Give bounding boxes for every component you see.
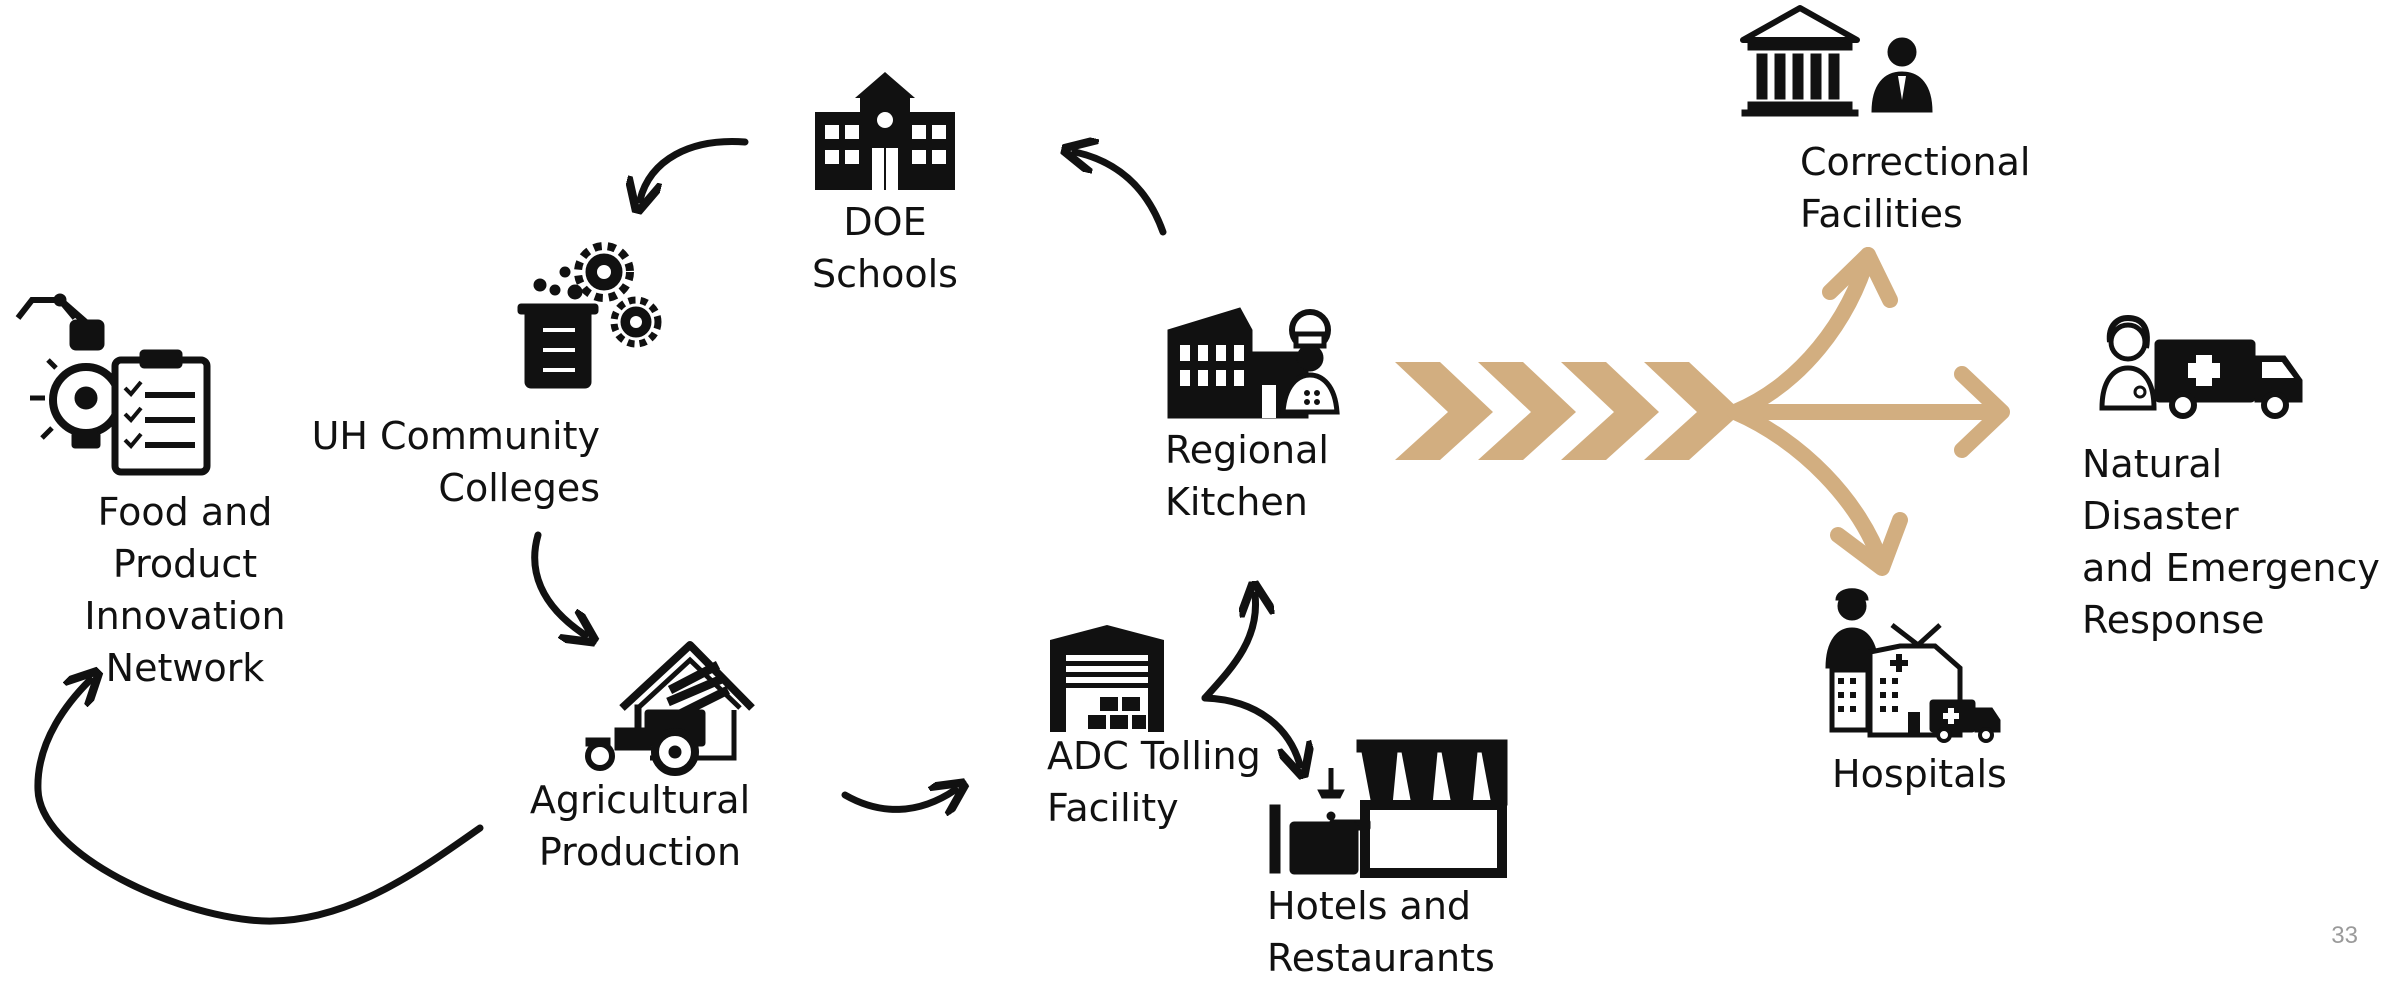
arrow-adc-to-hotels — [1201, 694, 1300, 765]
arrow-agri-to-food — [34, 680, 484, 925]
branch-arrows — [1727, 247, 2010, 576]
branch-to-hospitals-head — [1830, 512, 1908, 576]
label-adc-tolling: ADC Tolling Facility — [1047, 734, 1261, 830]
label-correctional: Correctional Facilities — [1800, 140, 2031, 236]
school-building-icon — [815, 72, 955, 190]
label-hospitals: Hospitals — [1832, 752, 2007, 796]
arrow-uh-to-agri — [531, 531, 585, 635]
branch-to-disaster-head — [1954, 366, 2010, 458]
branch-to-correctional — [1727, 247, 1876, 420]
chevron-4 — [1644, 362, 1742, 460]
label-agricultural: Agricultural Production — [529, 778, 751, 874]
label-food-innovation: Food and Product Innovation Network — [84, 490, 286, 690]
courthouse-officer-icon — [1740, 5, 1933, 117]
cycle-arrows — [34, 138, 1300, 925]
storefront-dining-icon — [1269, 739, 1508, 878]
branch-to-correctional-head — [1822, 247, 1898, 308]
arrow-adc-to-kitchen — [1201, 595, 1256, 702]
label-uh-colleges: UH Community Colleges — [311, 414, 600, 510]
arrow-doe-to-uh — [640, 138, 749, 200]
chevron-3 — [1561, 362, 1659, 460]
chevron-2 — [1478, 362, 1576, 460]
warehouse-icon — [1050, 625, 1164, 732]
chevron-stream — [1395, 362, 1742, 460]
hospital-firefighter-icon — [1825, 588, 2001, 743]
page-number: 33 — [2331, 922, 2358, 949]
label-disaster: Natural Disaster and Emergency Response — [2082, 442, 2380, 642]
arrow-agri-to-adc — [841, 790, 955, 809]
factory-chef-icon — [1167, 307, 1340, 419]
chevron-1 — [1395, 362, 1493, 460]
beaker-gears-icon — [517, 242, 662, 389]
ambulance-nurse-icon — [2099, 314, 2303, 419]
arrow-kitchen-to-doe — [1075, 152, 1167, 236]
label-regional-kitchen: Regional Kitchen — [1165, 428, 1329, 524]
label-hotels: Hotels and Restaurants — [1267, 884, 1495, 980]
farm-tractor-icon — [585, 641, 755, 776]
robot-arm-lightbulb-clipboard-icon — [15, 293, 211, 476]
branch-to-hospitals — [1727, 404, 1890, 573]
label-doe-schools: DOE Schools — [812, 200, 958, 296]
